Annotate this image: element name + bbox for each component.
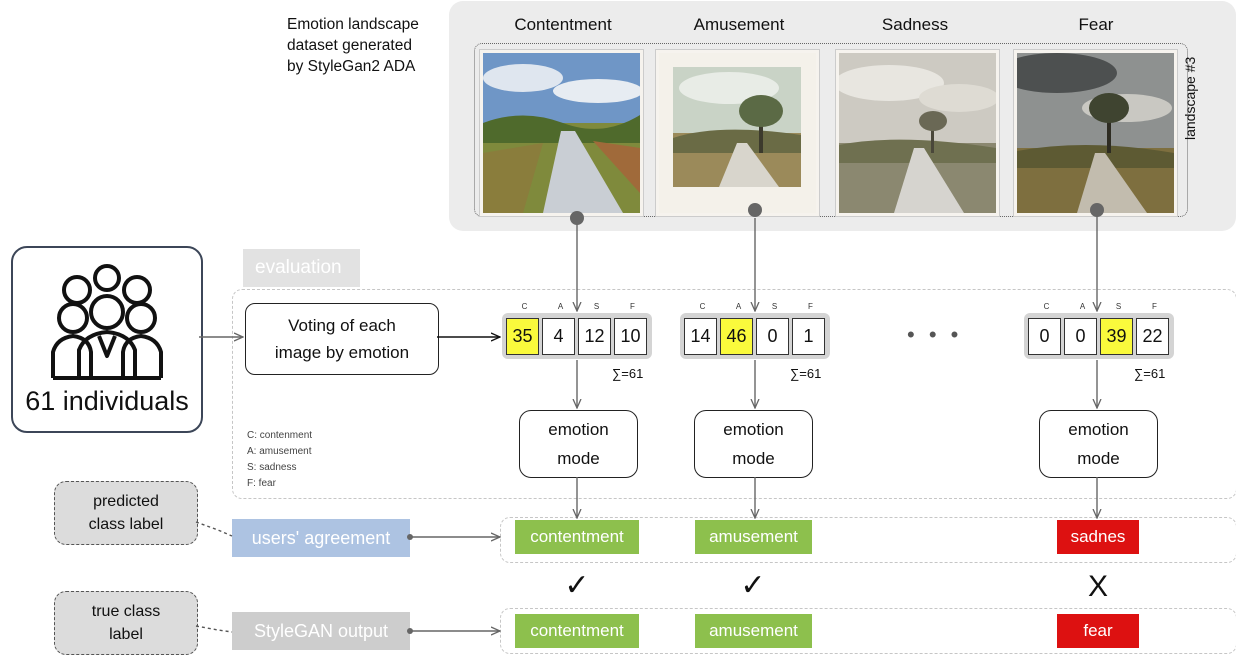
vote-cell-a: 0 xyxy=(1064,317,1097,355)
bubble-line-1: predicted xyxy=(93,493,159,510)
painting-fear xyxy=(1014,50,1177,216)
letter-f: F xyxy=(1152,302,1157,311)
vote-cell-s: 39 xyxy=(1100,317,1133,355)
landscape-number-label: landscape #3 xyxy=(1182,56,1198,140)
stylegan-tag-amusement: amusement xyxy=(695,614,812,648)
emotion-mode-box-contentment: emotion mode xyxy=(519,410,638,478)
stylegan-tag-contentment: contentment xyxy=(515,614,639,648)
dataset-title-line-3: by StyleGan2 ADA xyxy=(287,58,416,75)
letter-s: S xyxy=(593,302,600,311)
legend-f: F: fear xyxy=(247,478,276,489)
vote-sum-contentment: ∑=61 xyxy=(612,366,644,381)
ellipsis-dots: • • • xyxy=(907,322,963,347)
emotion-mode-box-amusement: emotion mode xyxy=(694,410,813,478)
vote-cell-f: 10 xyxy=(614,317,647,355)
mode-line-1: emotion xyxy=(723,420,784,439)
legend-c: C: contenment xyxy=(247,430,313,441)
letter-a: A xyxy=(1079,302,1086,311)
dataset-title-line-2: dataset generated xyxy=(287,37,412,54)
dataset-title: Emotion landscape dataset generated by S… xyxy=(287,14,457,77)
stylegan-tag-fear: fear xyxy=(1057,614,1139,648)
vote-cell-f: 22 xyxy=(1136,317,1169,355)
emotion-legend: C: contenment A: amusement S: sadness F:… xyxy=(247,428,312,492)
users-agreement-label: users' agreement xyxy=(232,519,410,557)
mode-line-2: mode xyxy=(732,449,775,468)
group-of-people-icon xyxy=(51,264,163,380)
emotion-mode-box-fear: emotion mode xyxy=(1039,410,1158,478)
bubble-line-2: label xyxy=(109,626,143,643)
stylegan-output-label: StyleGAN output xyxy=(232,612,410,650)
vote-strip-contentment: 35 4 12 10 xyxy=(502,313,652,359)
mode-line-1: emotion xyxy=(548,420,609,439)
landscape-frame xyxy=(474,43,1188,217)
letter-a: A xyxy=(735,302,742,311)
legend-a: A: amusement xyxy=(247,446,312,457)
letter-f: F xyxy=(808,302,813,311)
bubble-line-2: class label xyxy=(88,516,164,533)
vote-cell-a: 4 xyxy=(542,317,575,355)
vote-cell-s: 0 xyxy=(756,317,789,355)
vote-cell-c: 14 xyxy=(684,317,717,355)
legend-s: S: sadness xyxy=(247,462,297,473)
voting-line-2: image by emotion xyxy=(274,343,410,362)
agreement-tag-contentment: contentment xyxy=(515,520,639,554)
participants-count: 61 individuals xyxy=(25,386,189,416)
dataset-title-line-1: Emotion landscape xyxy=(287,16,419,33)
vote-cell-a: 46 xyxy=(720,317,753,355)
evaluation-frame xyxy=(232,289,1236,499)
vote-strip-amusement: 14 46 0 1 xyxy=(680,313,830,359)
emotion-title-fear: Fear xyxy=(1078,15,1114,34)
agreement-tag-sadnes: sadnes xyxy=(1057,520,1139,554)
letter-f: F xyxy=(630,302,635,311)
vote-cell-c: 0 xyxy=(1028,317,1061,355)
letter-c: C xyxy=(699,302,706,311)
letter-s: S xyxy=(1115,302,1122,311)
mode-line-1: emotion xyxy=(1068,420,1129,439)
letter-c: C xyxy=(521,302,528,311)
mode-line-2: mode xyxy=(557,449,600,468)
vote-strip-fear: 0 0 39 22 xyxy=(1024,313,1174,359)
voting-line-1: Voting of each xyxy=(288,316,396,335)
true-class-bubble: true class label xyxy=(54,591,198,655)
vote-sum-amusement: ∑=61 xyxy=(790,366,822,381)
letter-c: C xyxy=(1043,302,1050,311)
check-mark-icon: ✓ xyxy=(564,569,590,602)
emotion-title-contentment: Contentment xyxy=(514,15,612,34)
painting-amusement xyxy=(656,50,819,216)
emotion-title-amusement: Amusement xyxy=(693,15,785,34)
predicted-class-bubble: predicted class label xyxy=(54,481,198,545)
painting-sadness xyxy=(836,50,999,216)
voting-box: Voting of each image by emotion xyxy=(245,303,439,375)
mode-line-2: mode xyxy=(1077,449,1120,468)
vote-sum-fear: ∑=61 xyxy=(1134,366,1166,381)
letter-a: A xyxy=(557,302,564,311)
evaluation-tab: evaluation xyxy=(243,249,360,287)
vote-cell-s: 12 xyxy=(578,317,611,355)
bubble-line-1: true class xyxy=(91,603,161,620)
vote-cell-c: 35 xyxy=(506,317,539,355)
agreement-tag-amusement: amusement xyxy=(695,520,812,554)
cross-mark-icon: X xyxy=(1087,570,1108,603)
vote-cell-f: 1 xyxy=(792,317,825,355)
emotion-title-sadness: Sadness xyxy=(881,15,949,34)
check-mark-icon: ✓ xyxy=(740,569,766,602)
letter-s: S xyxy=(771,302,778,311)
participants-box: 61 individuals xyxy=(11,246,203,433)
painting-contentment xyxy=(480,50,643,216)
